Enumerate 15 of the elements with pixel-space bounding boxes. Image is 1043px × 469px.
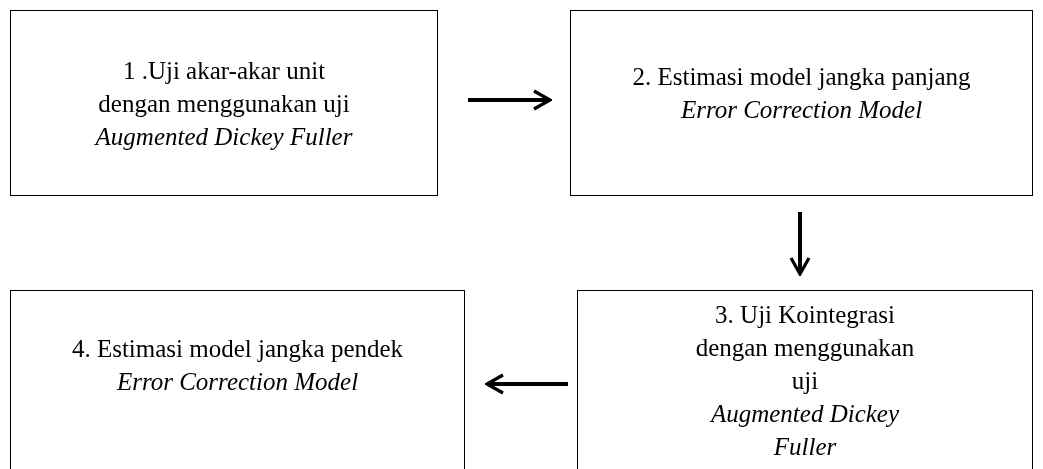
process-box (570, 10, 1033, 196)
method-name: Error Correction Model (116, 367, 359, 397)
process-box (577, 290, 1033, 469)
step-title: 1 .Uji akar-akar unit dengan menggunakan uji (97, 55, 351, 119)
method-name: Augmented Dickey Fuller (95, 121, 353, 152)
arrow (485, 373, 568, 395)
arrow (468, 89, 552, 111)
step-title: 3. Uji Kointegrasi dengan menggunakan uji (694, 299, 916, 396)
process-box (10, 290, 465, 469)
step-title: 2. Estimasi model jangka panjang (632, 62, 971, 92)
process-box (10, 10, 438, 196)
step-title: 4. Estimasi model jangka pendek (71, 334, 404, 364)
method-name: Error Correction Model (680, 95, 923, 125)
arrow (789, 212, 811, 276)
method-name: Augmented Dickey Fuller (708, 398, 901, 462)
